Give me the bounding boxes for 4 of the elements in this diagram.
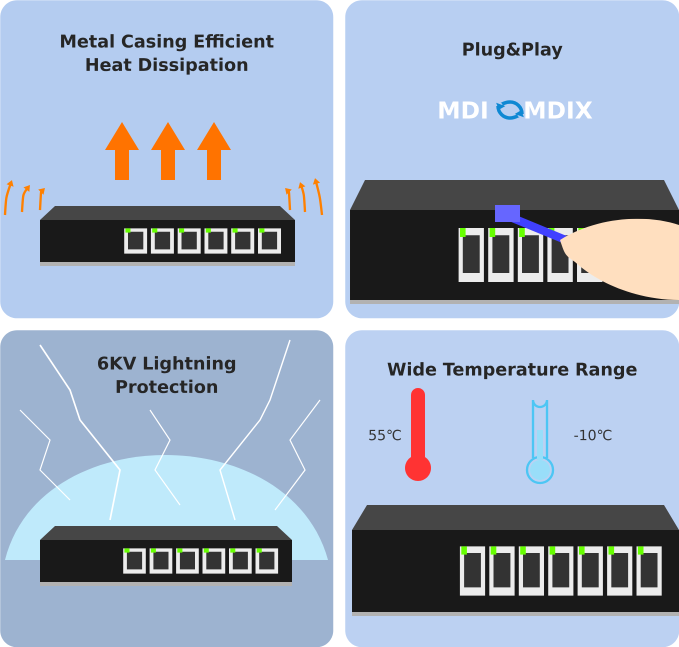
temperature-label: -10℃ <box>574 430 612 440</box>
temperature-label: 55℃ <box>369 430 401 440</box>
mode-label: MDIX <box>525 101 592 119</box>
mode-label: MDI <box>439 101 487 119</box>
